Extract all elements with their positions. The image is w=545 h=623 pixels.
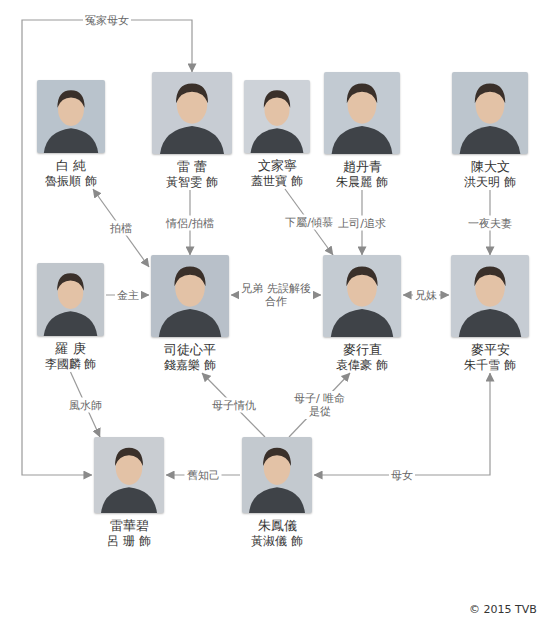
actor-name: 呂 珊 飾	[94, 534, 164, 549]
relation-label: 下屬/傾慕	[283, 215, 335, 230]
silhouette-hair	[346, 266, 377, 286]
actor-name: 朱晨麗 飾	[324, 175, 400, 190]
relation-label: 情侶/拍檔	[164, 215, 216, 230]
character-card: 陳大文洪天明 飾	[450, 72, 530, 190]
character-card: 趙丹青朱晨麗 飾	[322, 72, 402, 190]
silhouette-hair	[474, 266, 505, 286]
portrait-silhouette	[152, 72, 232, 154]
relation-label: 母子/ 唯命是從	[292, 391, 348, 419]
portrait-photo	[151, 255, 229, 337]
character-card: 朱鳳儀黃淑儀 飾	[240, 437, 314, 549]
portrait-silhouette	[244, 80, 310, 153]
portrait-photo	[94, 437, 164, 513]
character-name: 羅 庚	[37, 341, 104, 357]
actor-name: 袁偉豪 飾	[323, 358, 401, 373]
portrait-photo	[152, 72, 232, 154]
character-name: 白 純	[37, 158, 105, 174]
character-name: 文家寧	[244, 158, 310, 174]
silhouette-shoulders	[160, 126, 224, 154]
portrait-silhouette	[94, 437, 164, 513]
portrait-photo	[37, 263, 104, 336]
character-card: 羅 庚李國麟 飾	[35, 263, 106, 372]
relation-label: 兄弟 先誤解後合作	[239, 281, 313, 309]
character-card: 司徒心平錢嘉樂 飾	[149, 255, 231, 373]
actor-name: 洪天明 飾	[452, 175, 528, 190]
actor-name: 朱千雪 飾	[451, 358, 529, 373]
portrait-silhouette	[151, 255, 229, 337]
silhouette-shoulders	[251, 128, 304, 153]
relation-label: 兄妹	[413, 288, 439, 303]
portrait-photo	[242, 437, 312, 513]
relation-label: 拍檔	[108, 221, 134, 236]
silhouette-shoulders	[249, 487, 305, 513]
portrait-silhouette	[452, 72, 528, 154]
portrait-silhouette	[324, 72, 400, 154]
actor-name: 蓋世寶 飾	[244, 174, 310, 189]
copyright-note: © 2015 TVB	[469, 603, 537, 616]
portrait-silhouette	[323, 255, 401, 337]
silhouette-hair	[264, 90, 290, 108]
portrait-silhouette	[37, 80, 105, 153]
character-card: 雷 蕾黃智雯 飾	[150, 72, 234, 190]
portrait-photo	[37, 80, 105, 153]
silhouette-shoulders	[101, 487, 157, 513]
silhouette-hair	[57, 273, 84, 291]
character-name: 雷 蕾	[152, 159, 232, 175]
silhouette-shoulders	[459, 309, 521, 337]
character-name: 麥行直	[323, 342, 401, 358]
portrait-photo	[451, 255, 529, 337]
relation-label: 母子情仇	[210, 398, 258, 413]
silhouette-shoulders	[44, 128, 98, 153]
character-name: 陳大文	[452, 159, 528, 175]
portrait-photo	[244, 80, 310, 153]
silhouette-hair	[115, 448, 143, 466]
silhouette-shoulders	[460, 126, 521, 154]
relation-label: 金主	[115, 288, 141, 303]
portrait-silhouette	[242, 437, 312, 513]
silhouette-hair	[174, 266, 205, 286]
character-card: 麥行直袁偉豪 飾	[321, 255, 403, 373]
character-name: 司徒心平	[151, 342, 229, 358]
silhouette-shoulders	[44, 311, 98, 336]
character-name: 雷華碧	[94, 518, 164, 534]
actor-name: 黃智雯 飾	[152, 175, 232, 190]
character-name: 麥平安	[451, 342, 529, 358]
relation-label: 舊知己	[185, 468, 222, 483]
silhouette-hair	[57, 90, 84, 108]
relation-label: 冤家母女	[83, 13, 131, 28]
actor-name: 魯振順 飾	[37, 174, 105, 189]
relation-label: 風水師	[67, 397, 104, 412]
silhouette-hair	[347, 83, 377, 103]
actor-name: 錢嘉樂 飾	[151, 358, 229, 373]
character-card: 麥平安朱千雪 飾	[449, 255, 531, 373]
character-card: 文家寧蓋世寶 飾	[242, 80, 312, 189]
relation-connector	[202, 373, 265, 437]
portrait-photo	[323, 255, 401, 337]
character-name: 趙丹青	[324, 159, 400, 175]
portrait-photo	[324, 72, 400, 154]
character-card: 雷華碧呂 珊 飾	[92, 437, 166, 549]
silhouette-shoulders	[332, 126, 393, 154]
relation-label: 一夜夫妻	[466, 215, 514, 230]
character-card: 白 純魯振順 飾	[35, 80, 107, 189]
relation-connector	[314, 373, 490, 475]
portrait-photo	[452, 72, 528, 154]
portrait-silhouette	[451, 255, 529, 337]
relation-connector	[93, 189, 149, 267]
relation-label: 上司/追求	[336, 215, 388, 230]
portrait-silhouette	[37, 263, 104, 336]
relation-connector	[289, 373, 350, 437]
silhouette-hair	[475, 83, 505, 103]
actor-name: 黃淑儀 飾	[242, 534, 312, 549]
silhouette-hair	[176, 83, 208, 103]
relation-label: 母女	[389, 468, 415, 483]
character-name: 朱鳳儀	[242, 518, 312, 534]
silhouette-hair	[263, 448, 291, 466]
actor-name: 李國麟 飾	[37, 357, 104, 372]
silhouette-shoulders	[331, 309, 393, 337]
silhouette-shoulders	[159, 309, 221, 337]
